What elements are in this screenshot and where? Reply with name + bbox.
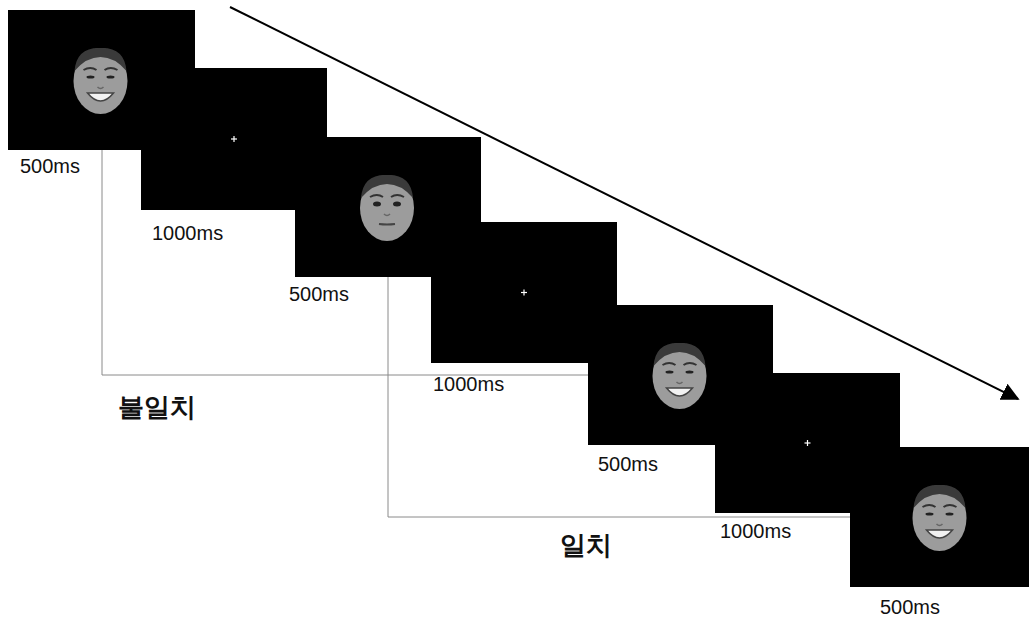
face-photo — [653, 343, 707, 409]
duration-label: 500ms — [289, 283, 349, 305]
face-photo — [360, 175, 414, 241]
duration-label: 500ms — [20, 155, 80, 177]
duration-label: 500ms — [880, 596, 940, 618]
duration-label: 1000ms — [152, 222, 223, 244]
condition-label: 일치 — [560, 531, 612, 560]
fixation-cross — [521, 290, 527, 296]
screen-picture — [850, 447, 1029, 587]
condition-label: 불일치 — [118, 393, 196, 422]
duration-label: 500ms — [598, 453, 658, 475]
fixation-cross — [231, 136, 237, 142]
fixation-cross — [805, 440, 811, 446]
duration-label: 1000ms — [720, 520, 791, 542]
duration-label: 1000ms — [433, 373, 504, 395]
face-photo — [74, 48, 128, 114]
face-photo — [913, 485, 967, 551]
stimulus-screen: 500ms — [850, 447, 1029, 587]
